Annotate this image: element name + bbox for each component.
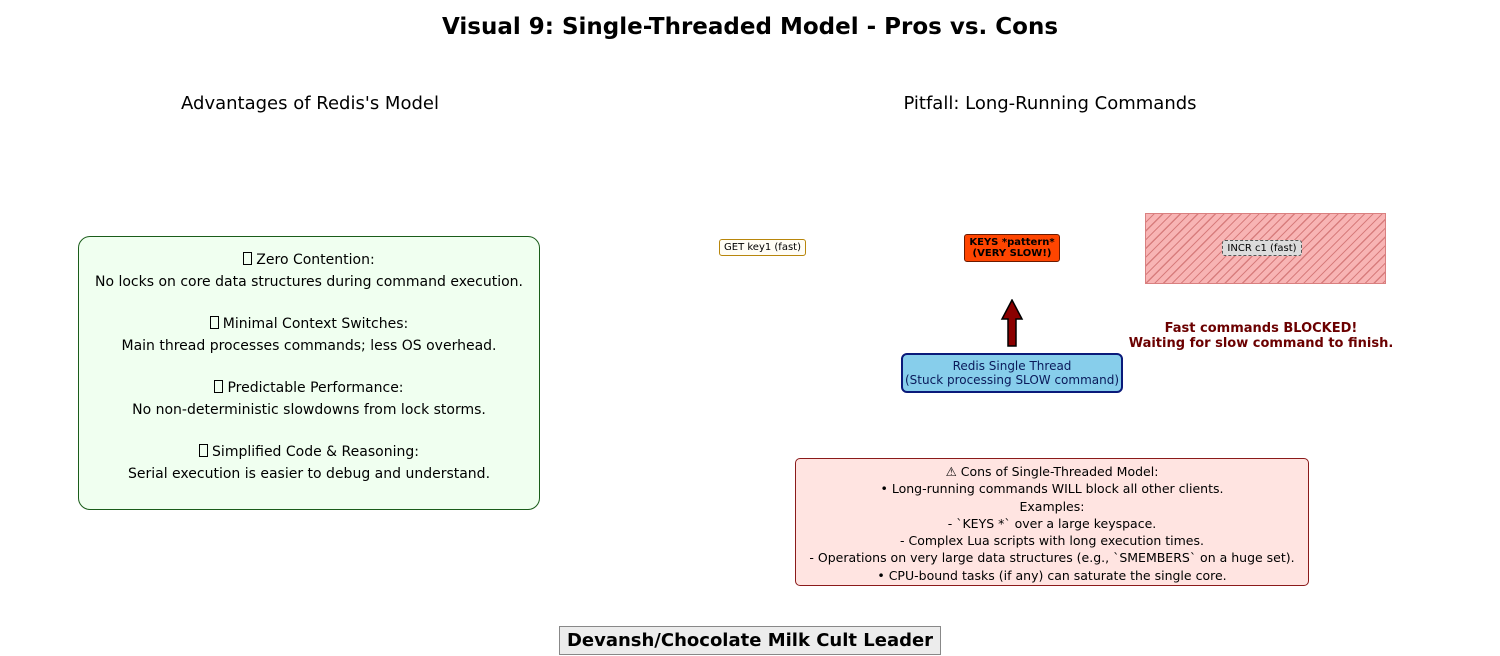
cons-heading: ⚠ Cons of Single-Threaded Model: bbox=[945, 464, 1159, 479]
page-title: Visual 9: Single-Threaded Model - Pros v… bbox=[441, 14, 1059, 40]
footer-credit: Devansh/Chocolate Milk Cult Leader bbox=[559, 626, 941, 655]
get-command-box: GET key1 (fast) bbox=[719, 239, 806, 256]
advantage-heading: Simplified Code & Reasoning: bbox=[212, 444, 419, 460]
cons-box: ⚠ Cons of Single-Threaded Model: • Long-… bbox=[795, 458, 1309, 586]
check-icon bbox=[243, 252, 253, 265]
cons-line: - `KEYS *` over a large keyspace. bbox=[947, 515, 1157, 531]
check-icon bbox=[199, 444, 209, 457]
thread-label: Redis Single Thread bbox=[952, 359, 1072, 373]
thread-status: (Stuck processing SLOW command) bbox=[904, 373, 1120, 387]
redis-thread-box: Redis Single Thread (Stuck processing SL… bbox=[901, 353, 1123, 393]
advantage-description: No non-deterministic slowdowns from lock… bbox=[132, 402, 486, 418]
check-icon bbox=[209, 316, 219, 329]
advantages-box: Zero Contention: No locks on core data s… bbox=[78, 236, 540, 510]
advantage-description: Serial execution is easier to debug and … bbox=[127, 466, 491, 482]
check-icon bbox=[214, 380, 224, 393]
blocked-line: Waiting for slow command to finish. bbox=[1128, 336, 1394, 351]
blocked-line: Fast commands BLOCKED! bbox=[1164, 321, 1358, 336]
advantages-panel-title: Advantages of Redis's Model bbox=[181, 93, 439, 114]
advantage-heading: Predictable Performance: bbox=[227, 380, 404, 396]
cons-line: - Complex Lua scripts with long executio… bbox=[900, 533, 1204, 549]
advantage-description: No locks on core data structures during … bbox=[94, 274, 524, 290]
keys-command-box: KEYS *pattern* (VERY SLOW!) bbox=[964, 234, 1060, 262]
pitfall-panel-title: Pitfall: Long-Running Commands bbox=[903, 93, 1197, 114]
advantage-description: Main thread processes commands; less OS … bbox=[121, 338, 497, 354]
keys-command-note: (VERY SLOW!) bbox=[972, 248, 1052, 259]
advantage-heading: Minimal Context Switches: bbox=[222, 316, 409, 332]
keys-command-label: KEYS *pattern* bbox=[969, 237, 1055, 248]
up-arrow-icon bbox=[1000, 299, 1024, 347]
advantage-heading: Zero Contention: bbox=[256, 252, 375, 268]
advantage-item: Predictable Performance: No non-determin… bbox=[79, 377, 539, 421]
advantage-item: Minimal Context Switches: Main thread pr… bbox=[79, 313, 539, 357]
cons-line: - Operations on very large data structur… bbox=[809, 550, 1295, 566]
blocked-annotation: Fast commands BLOCKED! Waiting for slow … bbox=[1110, 321, 1412, 351]
incr-command-box: INCR c1 (fast) bbox=[1222, 240, 1302, 256]
advantage-item: Zero Contention: No locks on core data s… bbox=[79, 249, 539, 293]
cons-line: • CPU-bound tasks (if any) can saturate … bbox=[877, 567, 1227, 583]
advantage-item: Simplified Code & Reasoning: Serial exec… bbox=[79, 441, 539, 485]
cons-line: • Long-running commands WILL block all o… bbox=[880, 481, 1224, 497]
cons-line: Examples: bbox=[1019, 498, 1085, 514]
